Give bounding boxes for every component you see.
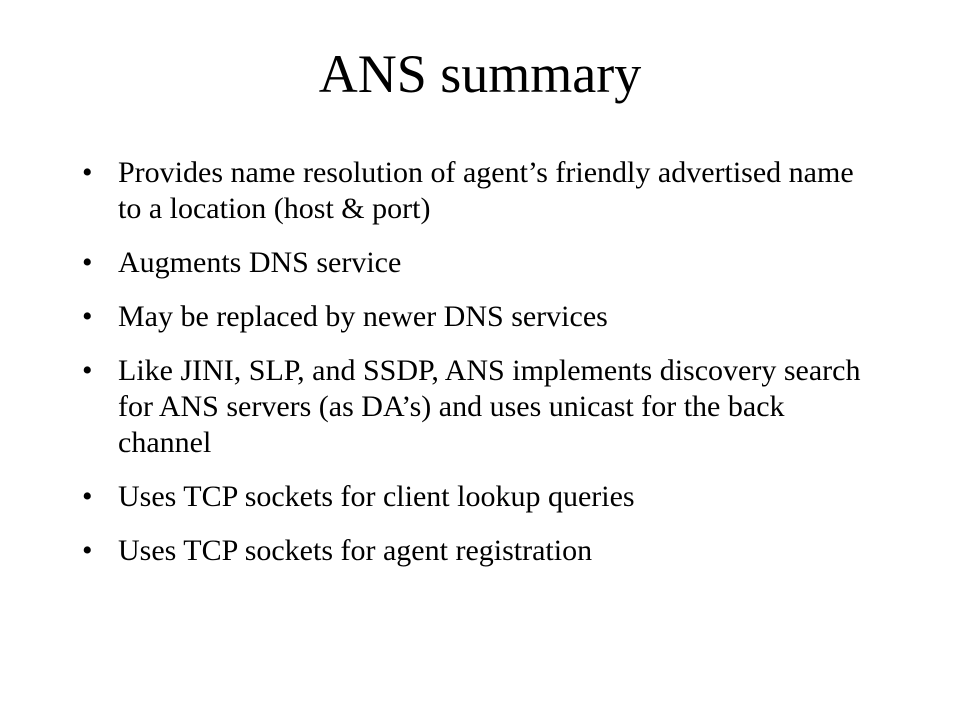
bullet-list: • Provides name resolution of agent’s fr… [82,155,872,587]
bullet-item: • Uses TCP sockets for agent registratio… [82,533,872,569]
bullet-item: • Like JINI, SLP, and SSDP, ANS implemen… [82,353,872,461]
slide-title: ANS summary [318,44,642,104]
bullet-text: Like JINI, SLP, and SSDP, ANS implements… [118,354,861,459]
bullet-item: • Uses TCP sockets for client lookup que… [82,479,872,515]
bullet-text: Uses TCP sockets for agent registration [118,534,593,567]
bullet-dot: • [82,156,93,189]
bullet-item: • Provides name resolution of agent’s fr… [82,155,872,227]
bullet-dot: • [82,300,93,333]
bullet-item: • May be replaced by newer DNS services [82,299,872,335]
bullet-text: Provides name resolution of agent’s frie… [118,156,854,225]
bullet-item: • Augments DNS service [82,245,872,281]
bullet-text: Uses TCP sockets for client lookup queri… [118,480,635,513]
bullet-dot: • [82,354,93,387]
bullet-dot: • [82,534,93,567]
bullet-text: May be replaced by newer DNS services [118,300,608,333]
bullet-dot: • [82,246,93,279]
bullet-dot: • [82,480,93,513]
bullet-text: Augments DNS service [118,246,402,279]
